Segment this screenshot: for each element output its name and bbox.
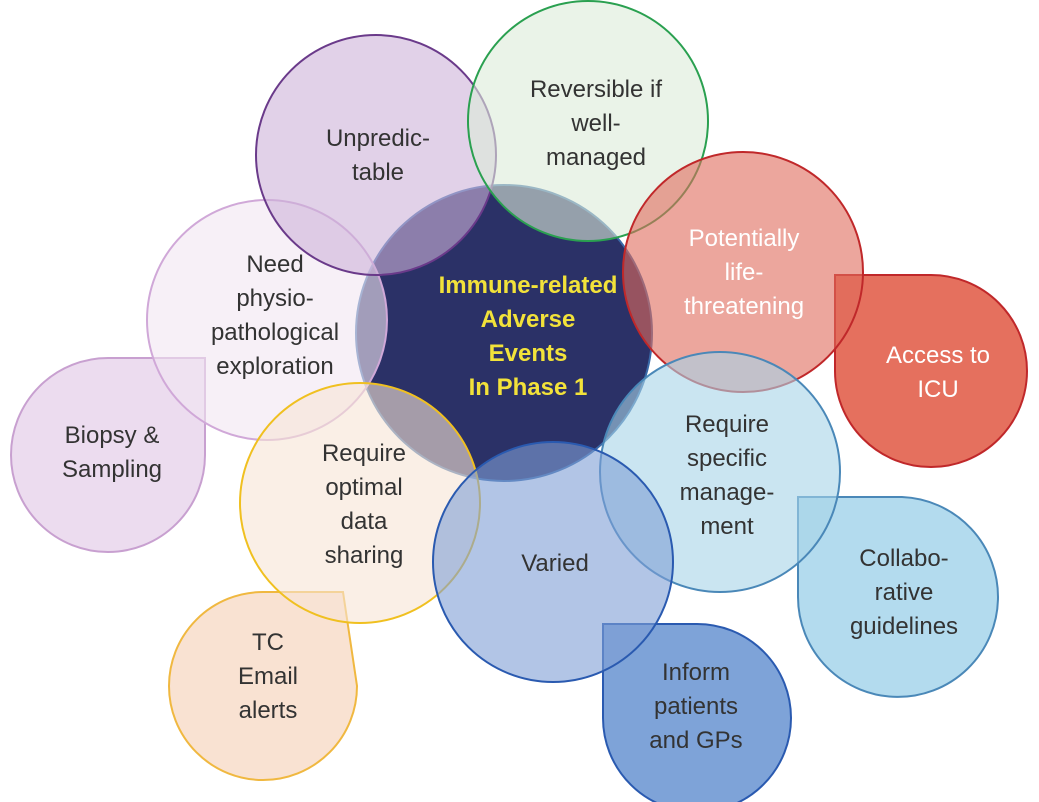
- specific-management-label-line: manage-: [680, 479, 775, 506]
- tc-email-alerts-label-line: TC: [252, 629, 284, 656]
- exploration-label-line: exploration: [216, 353, 333, 380]
- data-sharing-label-line: data: [341, 508, 388, 535]
- varied-circle: [432, 441, 674, 683]
- access-icu-label-line: Access to: [886, 342, 990, 369]
- life-threatening-label-line: threatening: [684, 293, 804, 320]
- unpredictable-circle: [255, 34, 497, 276]
- tc-email-alerts-drop: [168, 591, 359, 781]
- collaborative-guidelines-label: Collabo-rative guidelines: [850, 545, 958, 640]
- unpredictable-label-line: table: [352, 159, 404, 186]
- collaborative-guidelines-label-line: guidelines: [850, 613, 958, 640]
- biopsy-sampling-label-line: Biopsy &: [65, 422, 160, 449]
- collaborative-guidelines-label-line: rative: [875, 579, 934, 606]
- center-label-line: Immune-related: [439, 272, 618, 299]
- biopsy-sampling-drop: [10, 357, 206, 553]
- biopsy-sampling-label-line: Sampling: [62, 456, 162, 483]
- exploration-label: Need physio-pathological exploration: [211, 251, 339, 380]
- specific-management-label-line: ment: [700, 513, 754, 540]
- biopsy-sampling-label: Biopsy & Sampling: [62, 422, 162, 483]
- life-threatening-label: Potentially life-threatening: [684, 225, 804, 320]
- inform-patients-label: Inform patients and GPs: [649, 659, 742, 754]
- reversible-label-line: managed: [546, 144, 646, 171]
- tc-email-alerts-label-line: Email: [238, 663, 298, 690]
- unpredictable-label-line: Unpredic-: [326, 125, 430, 152]
- life-threatening-label-line: life-: [725, 259, 764, 286]
- inform-patients-label-line: patients: [654, 693, 738, 720]
- center-label-line: Events: [489, 340, 568, 367]
- access-icu-drop: [834, 274, 1028, 468]
- varied-label: Varied: [521, 550, 589, 577]
- exploration-label-line: pathological: [211, 319, 339, 346]
- specific-management-label-line: specific: [687, 445, 767, 472]
- life-threatening-label-line: Potentially: [689, 225, 800, 252]
- data-sharing-label-line: Require: [322, 440, 406, 467]
- data-sharing-label: Require optimal data sharing: [322, 440, 406, 569]
- specific-management-label: Require specific manage-ment: [680, 411, 775, 540]
- data-sharing-label-line: sharing: [325, 542, 404, 569]
- reversible-label-line: well-: [570, 110, 620, 137]
- center-label-line: Adverse: [481, 306, 576, 333]
- specific-management-label-line: Require: [685, 411, 769, 438]
- reversible-label: Reversible if well-managed: [530, 76, 662, 171]
- exploration-label-line: Need: [246, 251, 303, 278]
- exploration-label-line: physio-: [236, 285, 313, 312]
- collaborative-guidelines-drop: [797, 496, 999, 698]
- collaborative-guidelines-label-line: Collabo-: [859, 545, 948, 572]
- varied-label-line: Varied: [521, 550, 589, 577]
- inform-patients-label-line: Inform: [662, 659, 730, 686]
- reversible-label-line: Reversible if: [530, 76, 662, 103]
- tc-email-alerts-label: TC Email alerts: [238, 629, 298, 724]
- tc-email-alerts-label-line: alerts: [239, 697, 298, 724]
- unpredictable-label: Unpredic-table: [326, 125, 430, 186]
- data-sharing-label-line: optimal: [325, 474, 402, 501]
- access-icu-label-line: ICU: [917, 376, 958, 403]
- access-icu-label: Access to ICU: [886, 342, 990, 403]
- inform-patients-label-line: and GPs: [649, 727, 742, 754]
- center-label-line: In Phase 1: [469, 374, 588, 401]
- inform-patients-drop: [602, 623, 792, 802]
- reversible-circle: [467, 0, 709, 242]
